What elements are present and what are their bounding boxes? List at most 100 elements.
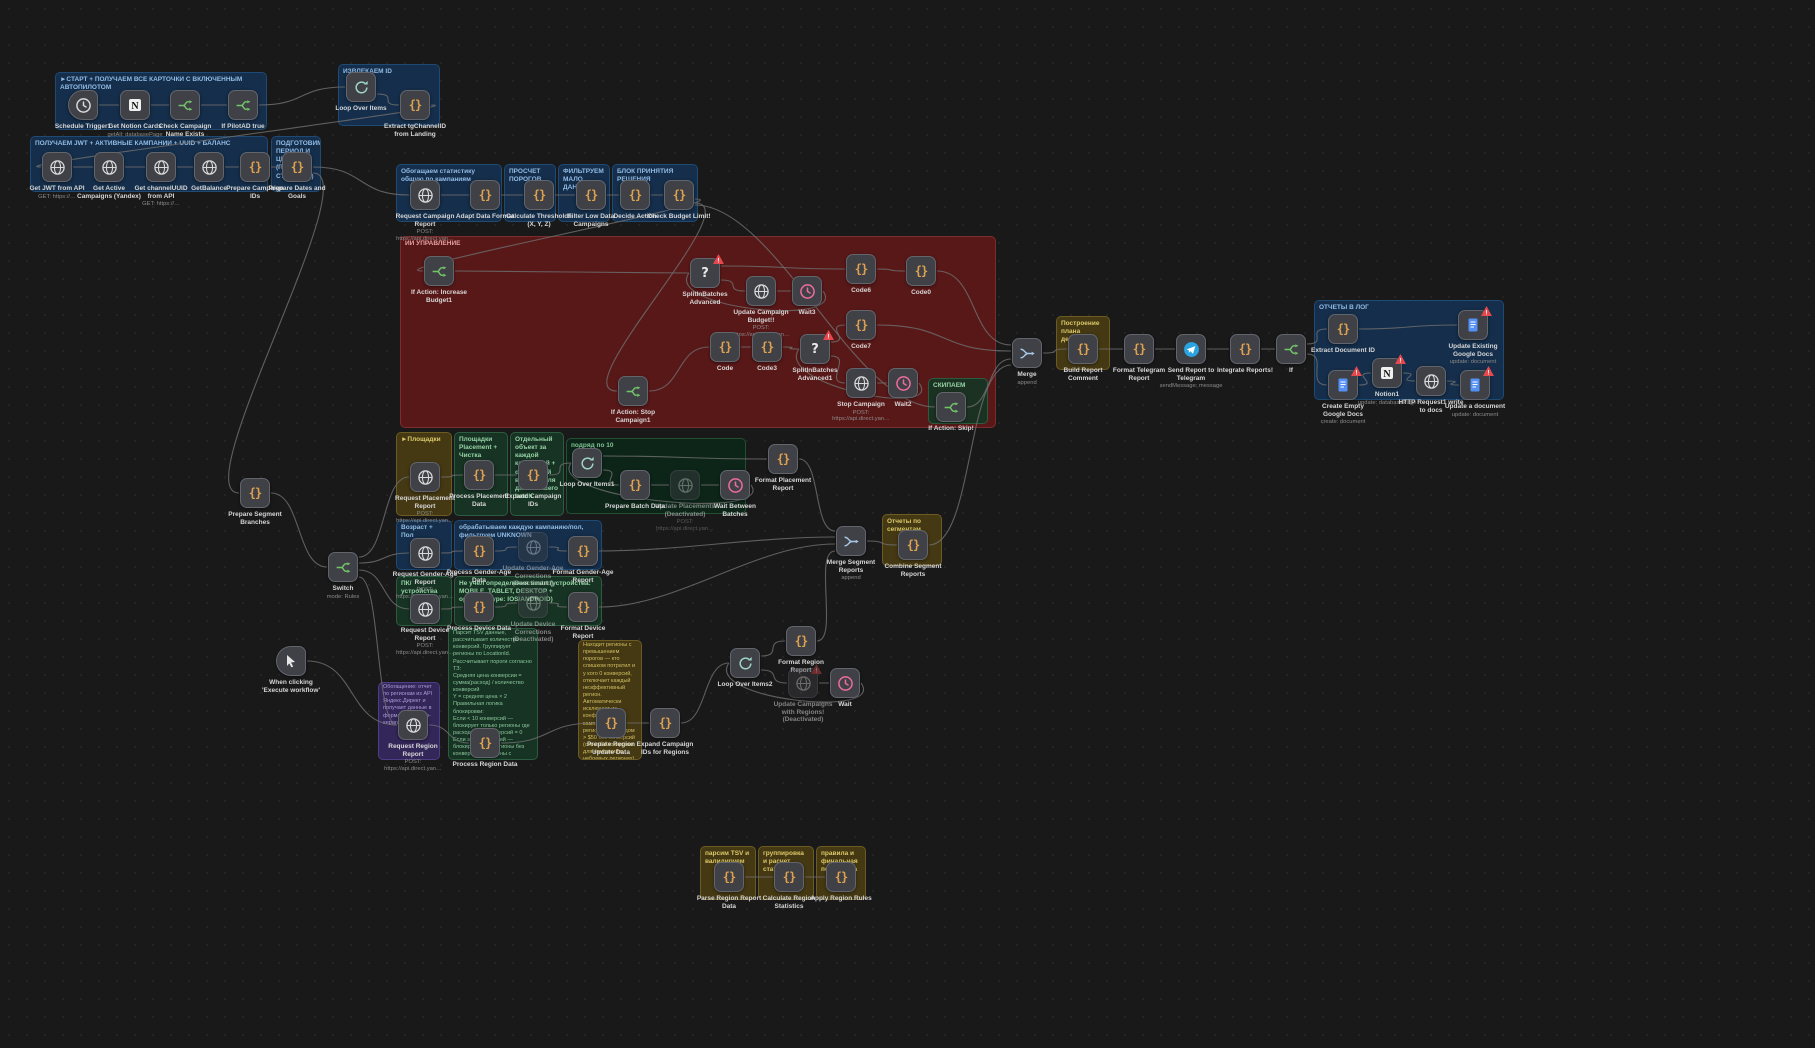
node-box[interactable]: {} [786,626,816,656]
node-box[interactable]: ?! [690,254,724,288]
node-box[interactable] [846,368,876,398]
node-box[interactable]: {} [464,536,494,566]
node-box[interactable]: {} [1068,334,1098,364]
node-process_gender_age[interactable]: {} Process Gender-Age Data [447,536,511,584]
node-loop_over_items1[interactable]: Loop Over Items1 [560,448,614,488]
node-extract_document_id[interactable]: {} Extract Document ID [1311,314,1375,354]
node-box[interactable] [410,180,440,210]
node-format_region_report[interactable]: {} Format Region Report [778,626,824,674]
node-box[interactable]: {} [576,180,606,210]
node-extract_tg[interactable]: {} Extract tgChannelID from Landing [384,90,446,138]
node-box[interactable]: {} [240,478,270,508]
node-box[interactable]: {} [620,180,650,210]
node-if_pilotad[interactable]: If PilotAD true [221,90,265,130]
node-box[interactable]: {} [1230,334,1260,364]
node-combine_segment_reports[interactable]: {} Combine Segment Reports [884,530,942,578]
node-box[interactable] [518,588,548,618]
node-update_gender_age[interactable]: Update Gender-Age Corrections (Deactivat… [502,532,564,587]
node-box[interactable] [836,526,866,556]
node-format_placement_report[interactable]: {} Format Placement Report [755,444,811,492]
node-box[interactable]: {} [464,592,494,622]
node-code0[interactable]: {} Code0 [906,256,936,296]
node-if_skip[interactable]: If Action: Skip! [928,392,974,432]
node-when_clicking[interactable]: When clicking 'Execute workflow' [262,646,320,694]
node-box[interactable] [194,152,224,182]
node-box[interactable]: {} [282,152,312,182]
node-update_device_corrections[interactable]: Update Device Corrections (Deactivated) [511,588,555,643]
node-box[interactable]: {} [470,180,500,210]
node-box[interactable]: {} [568,536,598,566]
node-update_placements[interactable]: Update Placements (Deactivated)POST: htt… [655,470,715,532]
node-if_stop_campaign[interactable]: If Action: Stop Campaign1 [611,376,655,424]
node-box[interactable] [410,538,440,568]
node-check_budget_limit[interactable]: {} Check Budget Limit! [647,180,711,220]
node-box[interactable] [410,594,440,624]
node-getbalance[interactable]: GetBalance [191,152,227,192]
node-code3[interactable]: {} Code3 [752,332,782,372]
node-if_increase_budget[interactable]: If Action: Increase Budget1 [411,256,467,304]
node-prepare_region_update[interactable]: {} Prepare Region Update Data [587,708,635,756]
node-box[interactable]: {} [240,152,270,182]
node-box[interactable] [424,256,454,286]
node-box[interactable] [42,152,72,182]
node-box[interactable]: {} [524,180,554,210]
node-prepare_campaign_ids[interactable]: {} Prepare Campaign IDs [226,152,284,200]
node-box[interactable]: {} [518,460,548,490]
node-box[interactable] [170,90,200,120]
node-process_placement_data[interactable]: {} Process Placement Data [449,460,509,508]
node-box[interactable]: {} [664,180,694,210]
node-code7[interactable]: {} Code7 [846,310,876,350]
node-integrate_reports[interactable]: {} Integrate Reports! [1217,334,1273,374]
node-format_device_report[interactable]: {} Format Device Report [561,592,605,640]
node-box[interactable]: {} [400,90,430,120]
node-box[interactable]: {} [1328,314,1358,344]
node-check_campaign_name[interactable]: Check Campaign Name Exists [159,90,211,138]
node-box[interactable]: {} [470,728,500,758]
node-loop_over_items[interactable]: Loop Over Items [335,72,387,112]
node-box[interactable] [228,90,258,120]
node-box[interactable] [68,90,98,120]
node-box[interactable] [410,462,440,492]
node-box[interactable] [746,276,776,306]
node-box[interactable]: ?! [800,330,834,364]
node-box[interactable]: {} [768,444,798,474]
node-box[interactable]: {} [710,332,740,362]
node-parse_region_data[interactable]: {} Parse Region Report Data [697,862,761,910]
node-box[interactable]: ! [1328,366,1362,400]
node-box[interactable]: {} [774,862,804,892]
node-loop_over_items2[interactable]: Loop Over Items2 [718,648,772,688]
node-box[interactable] [792,276,822,306]
node-apply_region_rules[interactable]: {} Apply Region Rules [810,862,872,902]
node-get_active_campaigns[interactable]: Get Active Campaigns (Yandex) [77,152,141,200]
node-box[interactable]: {} [846,310,876,340]
node-box[interactable] [328,552,358,582]
node-box[interactable]: {} [650,708,680,738]
node-box[interactable]: {} [906,256,936,286]
node-box[interactable]: {} [596,708,626,738]
node-box[interactable] [146,152,176,182]
node-box[interactable] [888,368,918,398]
node-filter_low_data[interactable]: {} Filter Low Data Campaigns [568,180,614,228]
node-schedule_trigger1[interactable]: Schedule Trigger1 [55,90,111,130]
node-box[interactable]: {} [1124,334,1154,364]
node-split_adv1[interactable]: ?! SplitInBatches Advanced1 [792,330,838,382]
node-expand_campaign_ids_regions[interactable]: {} Expand Campaign IDs for Regions [637,708,693,756]
node-box[interactable] [518,532,548,562]
node-box[interactable] [276,646,306,676]
node-box[interactable]: {} [464,460,494,490]
node-box[interactable]: {} [620,470,650,500]
node-process_region_data[interactable]: {} Process Region Data [452,728,518,768]
node-prepare_dates_goals[interactable]: {} Prepare Dates and Goals [268,152,326,200]
